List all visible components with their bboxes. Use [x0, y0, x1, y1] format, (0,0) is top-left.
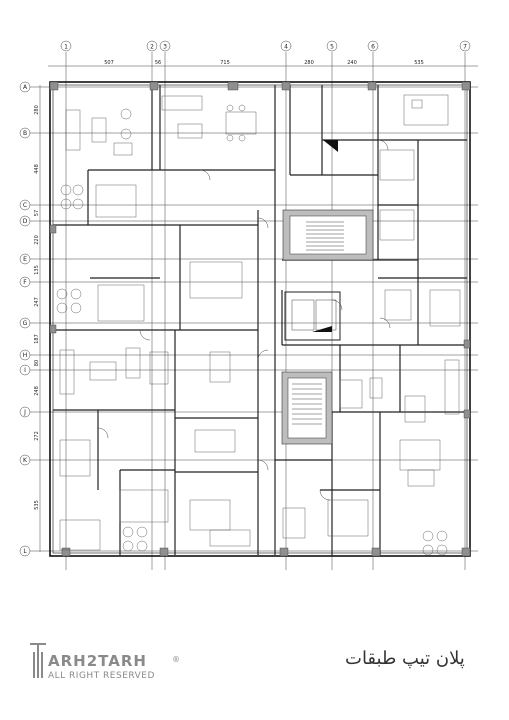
- dimension-label: 135: [34, 265, 40, 275]
- dimension-label: 80: [34, 360, 40, 366]
- dimension-label: 56: [155, 60, 161, 66]
- row-axis-label: C: [23, 202, 27, 209]
- structural-columns: [49, 81, 471, 557]
- column-axis-markers: 1 2 3 4 5 6 7: [48, 40, 478, 570]
- elevator-shaft: [284, 140, 341, 341]
- dimension-label: 247: [34, 297, 40, 307]
- column-axis-label: 5: [330, 44, 334, 51]
- column-axis-label: 7: [463, 44, 467, 51]
- stair-core-top: [282, 209, 374, 261]
- row-axis-label: G: [23, 320, 28, 327]
- column-axis-label: 2: [150, 44, 154, 51]
- door-swings: [97, 139, 391, 501]
- dimension-label: 240: [347, 60, 357, 66]
- registered-mark: ®: [172, 655, 180, 664]
- left-dimensions: 280 448 57 220 135 247 187 80 248 272 53…: [34, 105, 40, 510]
- row-axis-label: F: [23, 279, 27, 286]
- dimension-label: 448: [34, 164, 40, 174]
- exterior-walls: [49, 81, 471, 557]
- stair-core-bottom: [281, 371, 333, 445]
- dimension-label: 272: [34, 431, 40, 441]
- interior-walls: [53, 85, 467, 555]
- row-axis-label: E: [23, 256, 27, 263]
- row-axis-label: K: [23, 457, 28, 464]
- top-dimensions: 507 56 715 280 240 535: [104, 60, 424, 66]
- column-axis-label: 3: [163, 44, 167, 51]
- furniture: [56, 94, 461, 556]
- plan-title: پلان تیپ طبقات: [345, 648, 465, 669]
- dimension-label: 535: [34, 500, 40, 510]
- brand-logo-mark: [30, 643, 46, 678]
- row-axis-markers: A B C D E F G H I J K L: [19, 81, 478, 557]
- row-axis-label: D: [23, 218, 28, 225]
- column-axis-label: 4: [284, 44, 288, 51]
- row-axis-label: A: [23, 84, 28, 91]
- dimension-label: 715: [220, 60, 230, 66]
- dimension-label: 280: [304, 60, 314, 66]
- dimension-label: 187: [34, 334, 40, 344]
- column-axis-label: 6: [371, 44, 375, 51]
- dimension-label: 535: [414, 60, 424, 66]
- dimension-label: 57: [34, 210, 40, 216]
- row-axis-label: I: [24, 367, 26, 374]
- column-axis-label: 1: [64, 44, 68, 51]
- row-axis-label: J: [23, 409, 26, 416]
- dimension-label: 280: [34, 105, 40, 115]
- row-axis-label: L: [23, 548, 27, 555]
- dimension-label: 220: [34, 235, 40, 245]
- row-axis-label: H: [23, 352, 28, 359]
- brand-tagline: ALL RIGHT RESERVED: [48, 671, 155, 681]
- dimension-label: 248: [34, 386, 40, 396]
- brand-logo-text: ARH2TARH: [48, 652, 147, 670]
- dimension-label: 507: [104, 60, 114, 66]
- row-axis-label: B: [23, 130, 27, 137]
